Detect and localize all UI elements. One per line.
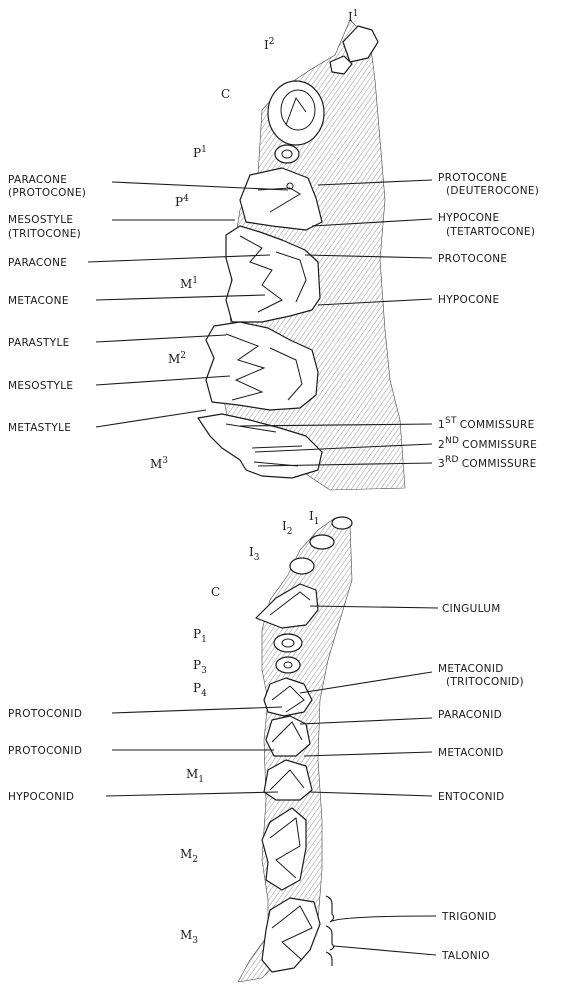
lower-p3-label: P3	[193, 658, 207, 676]
lower-incisor-2	[310, 535, 334, 549]
lower-left-labels: PROTOCONID PROTOCONID HYPOCONID	[8, 708, 82, 803]
lower-m2-label: M2	[180, 847, 198, 865]
lower-incisor-1	[332, 517, 352, 529]
lower-p4-label: P4	[193, 681, 207, 699]
leader-metaconid	[304, 752, 432, 756]
lower-p1-label: P1	[193, 627, 207, 645]
upper-c-label: C	[221, 87, 230, 101]
label-metaconid-tritoconid: METACONID(TRITOCONID)	[438, 663, 524, 688]
lower-c-label: C	[211, 585, 220, 599]
label-cingulum: CINGULUM	[442, 603, 501, 615]
label-metastyle: METASTYLE	[8, 422, 71, 434]
label-hypocone: HYPOCONE	[438, 294, 499, 306]
lower-i3-label: I3	[249, 545, 260, 563]
upper-m1-label: M1	[180, 276, 198, 291]
label-paraconid: PARACONID	[438, 709, 502, 721]
leader-entoconid	[310, 792, 432, 796]
upper-i1-label: I1	[348, 9, 358, 24]
label-protocone-deuterocone: PROTOCONE(DEUTEROCONE)	[438, 172, 539, 197]
lower-premolar-1	[274, 634, 302, 652]
lower-molar-3	[262, 898, 320, 972]
upper-right-labels: PROTOCONE(DEUTEROCONE) HYPOCONE(TETARTOC…	[438, 172, 539, 306]
label-talonio: TALONIO	[441, 950, 490, 962]
upper-p1-label: P1	[193, 145, 207, 160]
label-protocone: PROTOCONE	[438, 253, 507, 265]
label-mesostyle-tritocone: MESOSTYLE(TRITOCONE)	[8, 214, 81, 240]
lower-right-labels: CINGULUM METACONID(TRITOCONID) PARACONID…	[438, 603, 524, 962]
upper-i2-label: I2	[264, 37, 274, 52]
upper-premolar-1	[275, 145, 299, 163]
upper-left-labels: PARACONE(PROTOCONE) MESOSTYLE(TRITOCONE)…	[8, 174, 86, 434]
trigonid-bracket	[326, 896, 436, 922]
label-metaconid: METACONID	[438, 747, 504, 759]
lower-m3-label: M3	[180, 928, 198, 946]
lower-m1-label: M1	[186, 767, 204, 785]
label-paracone-protocone: PARACONE(PROTOCONE)	[8, 174, 86, 199]
leader-hypoconid	[106, 792, 278, 796]
label-hypoconid: HYPOCONID	[8, 791, 74, 803]
leader-metastyle	[96, 410, 206, 427]
lower-premolar-3	[276, 657, 300, 673]
label-hypocone-tetartocone: HYPOCONE(TETARTOCONE)	[438, 212, 535, 238]
lower-i2-label: I2	[282, 519, 292, 537]
upper-p4-label: P4	[175, 194, 189, 209]
label-metacone: METACONE	[8, 295, 69, 307]
label-commissure-1: 1STCOMMISSURE	[438, 416, 535, 431]
label-mesostyle: MESOSTYLE	[8, 380, 73, 392]
label-paracone: PARACONE	[8, 257, 67, 269]
upper-m3-label: M3	[150, 456, 168, 471]
lower-i1-label: I1	[309, 509, 319, 527]
leader-paraconid	[300, 718, 432, 724]
label-entoconid: ENTOCONID	[438, 791, 505, 803]
label-protoconid-2: PROTOCONID	[8, 745, 82, 757]
label-trigonid: TRIGONID	[441, 911, 497, 923]
talonid-bracket	[326, 926, 436, 966]
upper-m2-label: M2	[168, 351, 186, 366]
label-parastyle: PARASTYLE	[8, 337, 70, 349]
lower-incisor-3	[290, 558, 314, 574]
leader-protoconid-1	[112, 707, 282, 713]
label-protoconid-1: PROTOCONID	[8, 708, 82, 720]
